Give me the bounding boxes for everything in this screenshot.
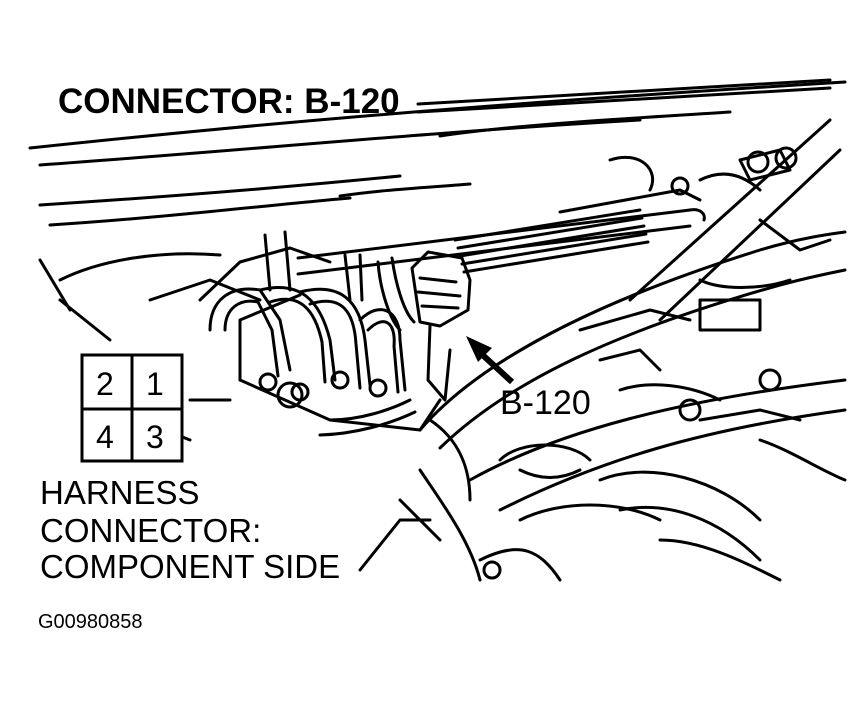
figure-id: G00980858: [38, 611, 143, 633]
callout-arrow: [466, 336, 515, 385]
harness-label-line-2: CONNECTOR:: [40, 512, 262, 549]
harness-label-line-3: COMPONENT SIDE: [40, 548, 341, 585]
connector-callout-label: B-120: [500, 384, 591, 422]
pin-2: 2: [96, 366, 114, 402]
pin-1: 1: [146, 366, 164, 402]
pin-3: 3: [146, 419, 164, 455]
diagram-title: CONNECTOR: B-120: [58, 82, 400, 121]
connector-pin-box: [80, 353, 184, 463]
harness-label-line-1: HARNESS: [40, 474, 200, 511]
pin-4: 4: [96, 419, 114, 455]
